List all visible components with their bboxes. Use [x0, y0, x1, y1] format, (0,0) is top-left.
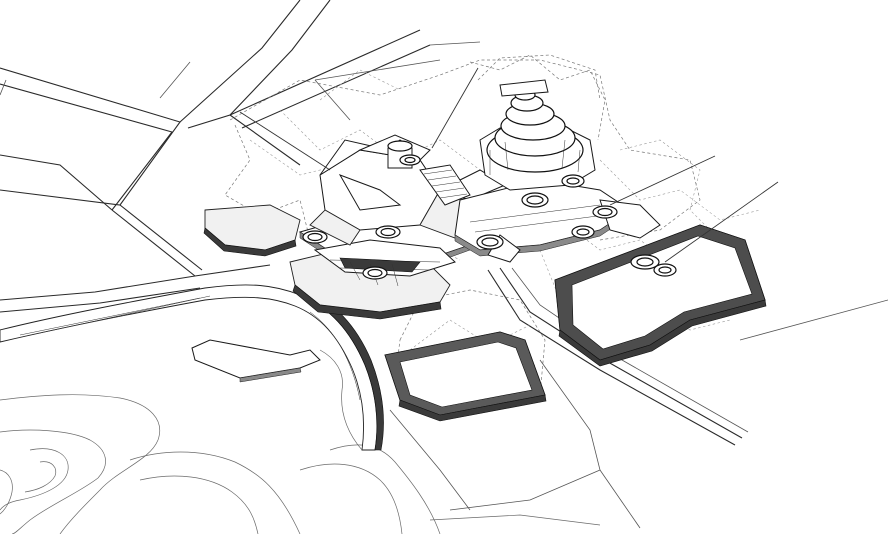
contour-1	[0, 394, 160, 534]
road-edge-a	[0, 67, 181, 206]
pavilion-roof-fold-1	[309, 209, 361, 246]
road-edge-x	[739, 299, 888, 341]
contour-8	[24, 461, 57, 493]
road-edge-h	[111, 209, 196, 277]
road-edge-k	[0, 287, 201, 313]
road-edge-g	[119, 204, 203, 271]
pavilion-stair	[419, 164, 471, 206]
road-edge-o	[314, 59, 441, 81]
leader-line-tower	[431, 67, 479, 149]
contour-7	[0, 448, 69, 511]
spiral-ramp-nodes	[302, 154, 677, 280]
pavilion-underside	[339, 257, 421, 273]
contour-2	[0, 429, 106, 534]
tower-mullions	[489, 139, 581, 175]
contour-10	[429, 514, 601, 526]
coil-node	[476, 234, 504, 250]
promenade-band	[0, 284, 378, 451]
coil-node	[302, 230, 328, 244]
pier-deck	[191, 339, 321, 379]
platform-central-edge	[292, 284, 442, 320]
platform-south	[384, 331, 547, 422]
coil-node	[571, 225, 595, 239]
contour-4	[139, 475, 259, 534]
leader-line-bridge	[609, 155, 716, 206]
platform-east	[554, 224, 767, 367]
coil-node	[630, 254, 660, 270]
leader-line-east	[664, 181, 779, 263]
coil-node	[653, 263, 677, 277]
terrain-contours	[0, 394, 601, 534]
road-edge-l	[229, 114, 301, 166]
coil-node	[561, 174, 585, 188]
contour-5	[299, 463, 403, 534]
contour-9	[0, 469, 13, 515]
tower-crown	[499, 79, 549, 97]
road-edge-v	[389, 409, 471, 511]
road-edge-q	[429, 41, 481, 46]
road-edge-c	[179, 0, 301, 123]
waterfront-promenade	[0, 284, 384, 451]
road-edge-e	[229, 29, 421, 116]
road-edge-i	[0, 154, 113, 211]
pavilion-roof-fold-4	[338, 174, 402, 211]
tower-canopy-dash	[477, 54, 601, 101]
canopy-outline-outer	[229, 59, 701, 241]
coil-node	[362, 266, 388, 280]
shore-line	[319, 349, 363, 451]
promenade-hatch	[19, 295, 361, 401]
main-pavilion	[298, 134, 507, 287]
canopy-outline-south	[394, 289, 546, 411]
platform-east-edge	[558, 299, 767, 367]
canopy-fold-5	[599, 159, 761, 221]
road-edge-w	[599, 469, 641, 529]
leader-line-pavilion	[239, 111, 331, 171]
pier-edge	[239, 367, 302, 383]
contour-3	[129, 451, 301, 534]
road-edge-d	[187, 0, 331, 129]
road-edge-b	[0, 83, 173, 211]
canopy-outline-left	[224, 124, 311, 241]
road-edge-r	[487, 269, 736, 446]
coil-node	[592, 205, 618, 219]
promenade-edge-shadow	[299, 287, 384, 451]
coil-node	[399, 154, 421, 166]
road-edge-p	[314, 79, 351, 121]
platform-south-edge	[398, 394, 547, 422]
road-edge-j	[0, 264, 271, 301]
bridge-ramp-east	[599, 199, 661, 239]
coil-node	[521, 192, 549, 208]
coil-node	[375, 225, 401, 239]
platform-west	[203, 204, 301, 257]
pavilion-turret-top	[387, 140, 413, 152]
platform-west-edge	[203, 227, 297, 257]
bridge-deck-lines	[469, 204, 606, 233]
contour-6	[329, 444, 441, 534]
road-edge-n	[159, 61, 191, 99]
annotation-leaders	[239, 67, 779, 263]
spiral-tower	[477, 54, 601, 191]
road-edge-m	[0, 79, 7, 96]
pavilion-stair-treads	[423, 169, 468, 199]
